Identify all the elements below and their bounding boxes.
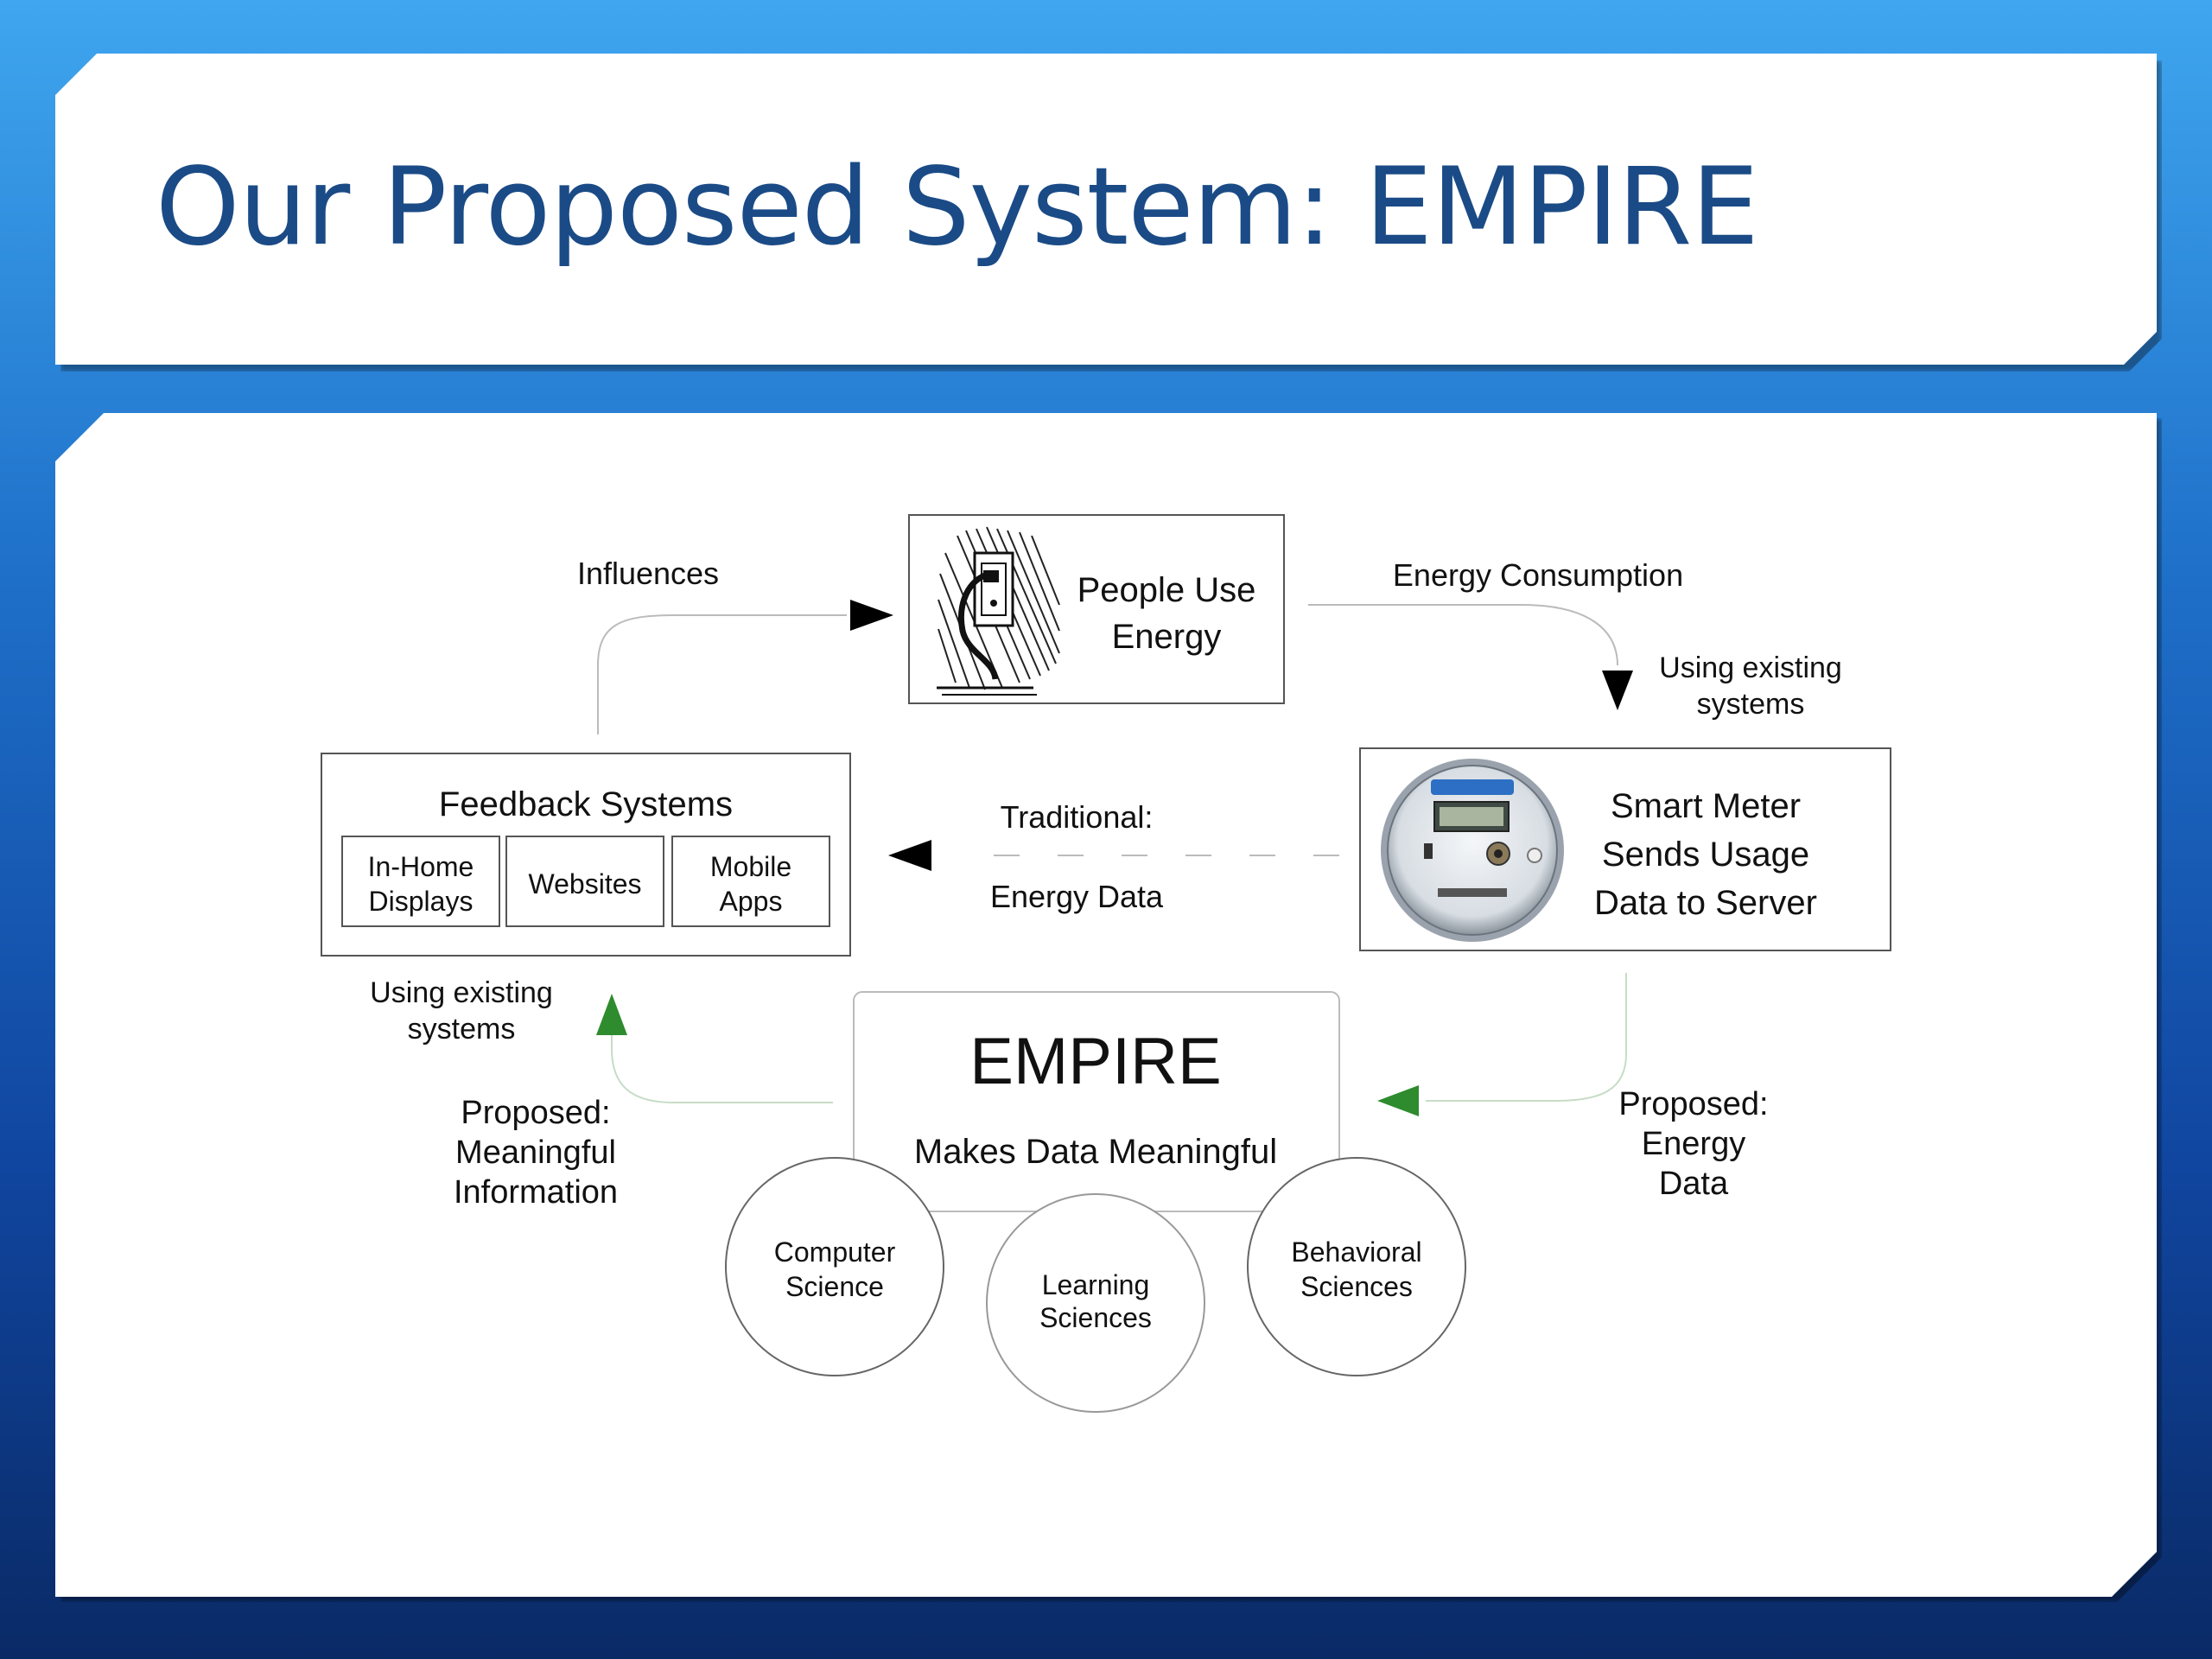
label-traditional-2: Energy Data [990,879,1164,914]
circle-behavioral-sciences: Behavioral Sciences [1247,1157,1466,1376]
people-use-energy-box: People Use Energy [908,514,1285,704]
feedback-item-label: Apps [720,886,783,917]
circle-label: Learning [1042,1269,1150,1300]
label-proposed-data-3: Data [1659,1166,1729,1202]
feedback-item-websites: Websites [505,836,664,927]
feedback-item-label: In-Home [368,851,474,882]
energy-consumption-connector [1308,604,1618,666]
meter-label-line3: Data to Server [1594,884,1817,922]
circle-learning-sciences: Learning Sciences [986,1193,1205,1413]
meter-label-line2: Sends Usage [1602,836,1809,874]
label-proposed-info-1: Proposed: [461,1095,610,1131]
label-proposed-data-1: Proposed: [1618,1086,1768,1122]
circle-label: Behavioral [1291,1236,1421,1268]
circle-computer-science: Computer Science [725,1157,944,1376]
label-proposed-data-2: Energy [1642,1126,1745,1162]
feedback-item-in-home-displays: In-Home Displays [341,836,500,927]
feedback-item-label: Displays [369,886,474,917]
label-using-existing-left-2: systems [408,1013,516,1046]
empire-box: EMPIRE Makes Data Meaningful [853,991,1340,1212]
meter-label-line1: Smart Meter [1611,787,1801,825]
feedback-item-label: Websites [528,868,641,899]
label-proposed-info-3: Information [454,1174,618,1211]
influences-connector [597,614,847,734]
feedback-title: Feedback Systems [439,785,733,823]
feedback-item-label: Mobile [710,851,791,882]
proposed-data-connector [1426,973,1627,1102]
people-label-line1: People Use [1077,571,1256,609]
slide-title: Our Proposed System: EMPIRE [156,145,1759,270]
label-using-existing-left-1: Using existing [370,976,553,1009]
people-label-line2: Energy [1112,618,1222,656]
feedback-systems-box: Feedback Systems In-Home Displays Websit… [321,753,851,957]
label-using-existing-right-1: Using existing [1659,652,1842,684]
title-panel [55,54,2157,365]
label-influences: Influences [577,556,719,591]
proposed-data-arrowhead [1377,1085,1419,1116]
energy-consumption-arrowhead [1602,671,1633,710]
circle-label: Sciences [1300,1271,1413,1302]
smart-meter-box: Smart Meter Sends Usage Data to Server [1359,747,1891,951]
influences-arrowhead [850,600,893,631]
circle-label: Computer [774,1236,896,1268]
circle-label: Sciences [1039,1302,1152,1333]
label-traditional-1: Traditional: [1001,799,1154,835]
proposed-info-arrowhead [596,994,627,1035]
label-proposed-info-2: Meaningful [455,1135,616,1171]
empire-title: EMPIRE [969,1025,1221,1098]
traditional-arrowhead [888,840,931,871]
proposed-info-connector [611,1033,833,1103]
label-energy-consumption: Energy Consumption [1393,557,1683,593]
feedback-item-mobile-apps: Mobile Apps [671,836,830,927]
smart-meter-icon [1381,759,1564,942]
circle-label: Science [785,1271,884,1302]
power-outlet-icon [937,526,1060,696]
label-using-existing-right-2: systems [1697,688,1805,721]
empire-subtitle: Makes Data Meaningful [914,1133,1277,1171]
